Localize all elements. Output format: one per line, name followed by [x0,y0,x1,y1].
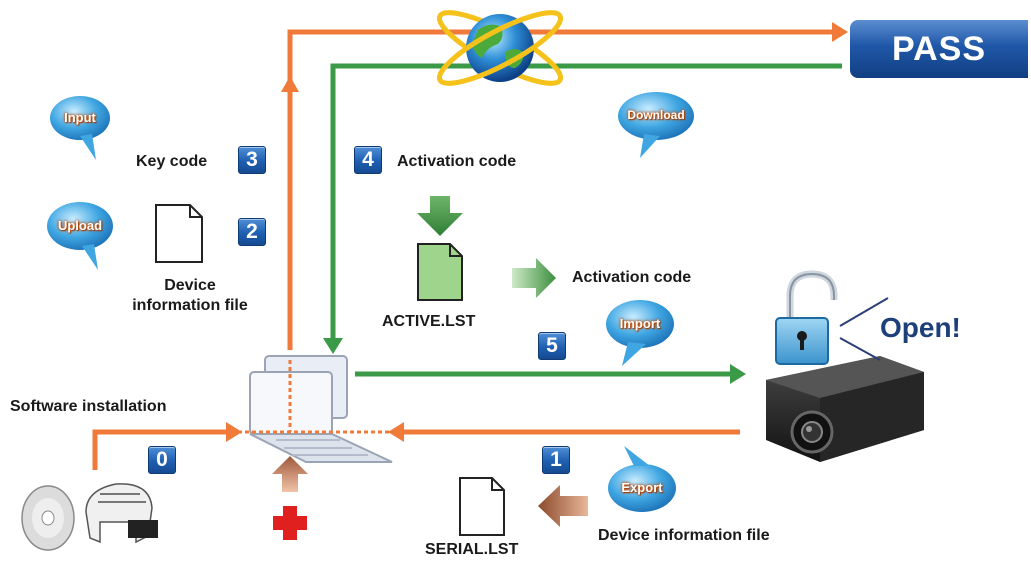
active-lst-label: ACTIVE.LST [382,313,476,330]
download-path-arrowhead [323,338,343,354]
key-code-label: Key code [136,153,208,170]
active-lst-document-icon [417,243,463,301]
step-0-badge: 0 [148,446,176,474]
device-info-label-line1: Device [164,277,216,294]
export-bubble-label: Export [621,480,663,495]
pass-badge: PASS [850,20,1028,78]
software-installation-label: Software installation [10,398,167,415]
projector-icon [766,356,924,462]
activation-right-arrow-icon [512,258,556,298]
download-path-line [330,63,842,345]
import-path-arrowhead [730,364,746,384]
open-label: Open! [880,312,961,343]
export-left-arrow-icon [538,485,588,527]
step-5-badge: 5 [538,332,566,360]
step-2-badge: 2 [238,218,266,246]
optical-drive-icon [85,483,158,544]
export-path-arrowhead [388,422,404,442]
download-down-arrow-icon [417,196,463,236]
upload-bubble-label: Upload [57,218,103,233]
red-cross-icon [273,506,307,540]
device-info-file-bottom-label: Device information file [598,527,770,544]
open-padlock-icon [775,270,889,365]
upload-up-arrowhead [281,76,299,92]
laptop-icon [238,355,393,463]
serial-lst-document-icon [459,477,505,536]
input-bubble-label: Input [64,110,96,125]
cd-disc-icon [21,485,75,551]
activation-code-top-label: Activation code [397,153,517,170]
serial-lst-label: SERIAL.LST [425,541,519,558]
activation-code-right-label: Activation code [572,269,692,286]
install-path-arrowhead [226,422,242,442]
install-path-line [92,429,234,470]
export-bubble-shape [608,446,676,512]
step-4-badge: 4 [354,146,382,174]
green-flow-lines [323,63,842,384]
upload-path-arrowhead [832,22,848,42]
download-bubble-label: Download [627,108,685,122]
step-1-badge: 1 [542,446,570,474]
input-up-arrow-icon [272,456,308,492]
bubble-shapes [47,92,694,512]
globe-icon [436,10,564,86]
import-bubble-label: Import [619,316,661,331]
import-bubble-shape [606,300,674,366]
device-info-document-icon [155,204,203,263]
upload-path-line [287,29,842,350]
upload-bubble-shape [47,202,113,270]
download-bubble-shape [618,92,694,158]
orange-flow-lines [92,22,848,470]
input-bubble-shape [50,96,110,160]
step-3-badge: 3 [238,146,266,174]
device-info-label-line2: information file [132,297,248,314]
